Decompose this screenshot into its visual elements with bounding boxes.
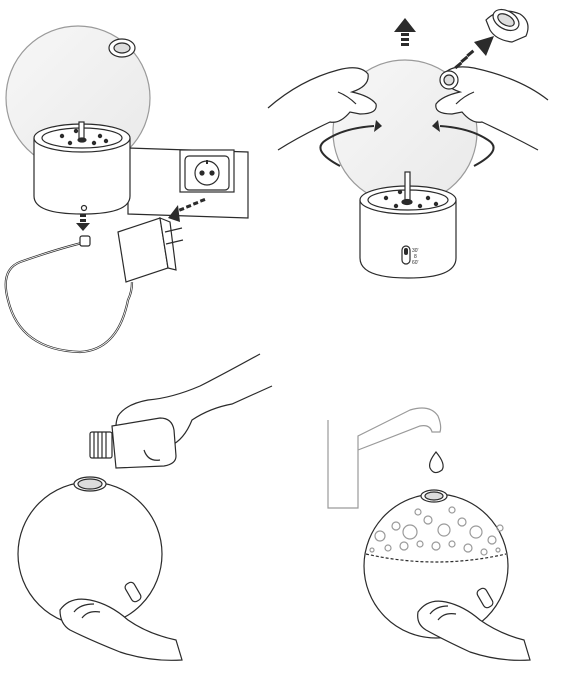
small-cap (476, 587, 494, 609)
panel-rinse-globe (327, 407, 531, 661)
right-hand (435, 66, 549, 151)
panel-pour-liquid (17, 353, 273, 661)
timer-option-60: 60' (412, 260, 419, 266)
bottle (89, 417, 177, 469)
timer-option-30: 30' (412, 248, 419, 254)
plug-icon (117, 217, 184, 283)
holding-hand (417, 600, 531, 661)
wall-socket (184, 155, 230, 191)
left-hand (267, 67, 377, 151)
up-arrow-icon (394, 18, 416, 46)
rotate-arrow-icon (319, 120, 495, 167)
plug-connector (79, 235, 91, 247)
faucet (327, 407, 442, 509)
panel-connect-power (4, 25, 249, 354)
globe-opening (420, 489, 448, 503)
timer-switch: 30' 8 60' (401, 245, 419, 266)
globe-cap (108, 38, 136, 58)
panel-open-globe: 30' 8 60' (267, 8, 549, 279)
lamp-base (33, 121, 131, 215)
globe-opening (73, 476, 107, 492)
water-surface (365, 553, 507, 563)
down-arrow-icon (76, 214, 90, 231)
diagonal-arrow-icon (454, 36, 494, 70)
lamp-base (359, 171, 457, 279)
water-drop-icon (429, 451, 444, 474)
bubbles (369, 506, 504, 556)
timer-option-8: 8 (414, 254, 417, 260)
removed-cap (485, 8, 529, 43)
globe-cap (439, 70, 459, 90)
small-cap (124, 581, 142, 603)
insert-arrow-icon (168, 198, 206, 222)
holding-hand (59, 598, 183, 661)
